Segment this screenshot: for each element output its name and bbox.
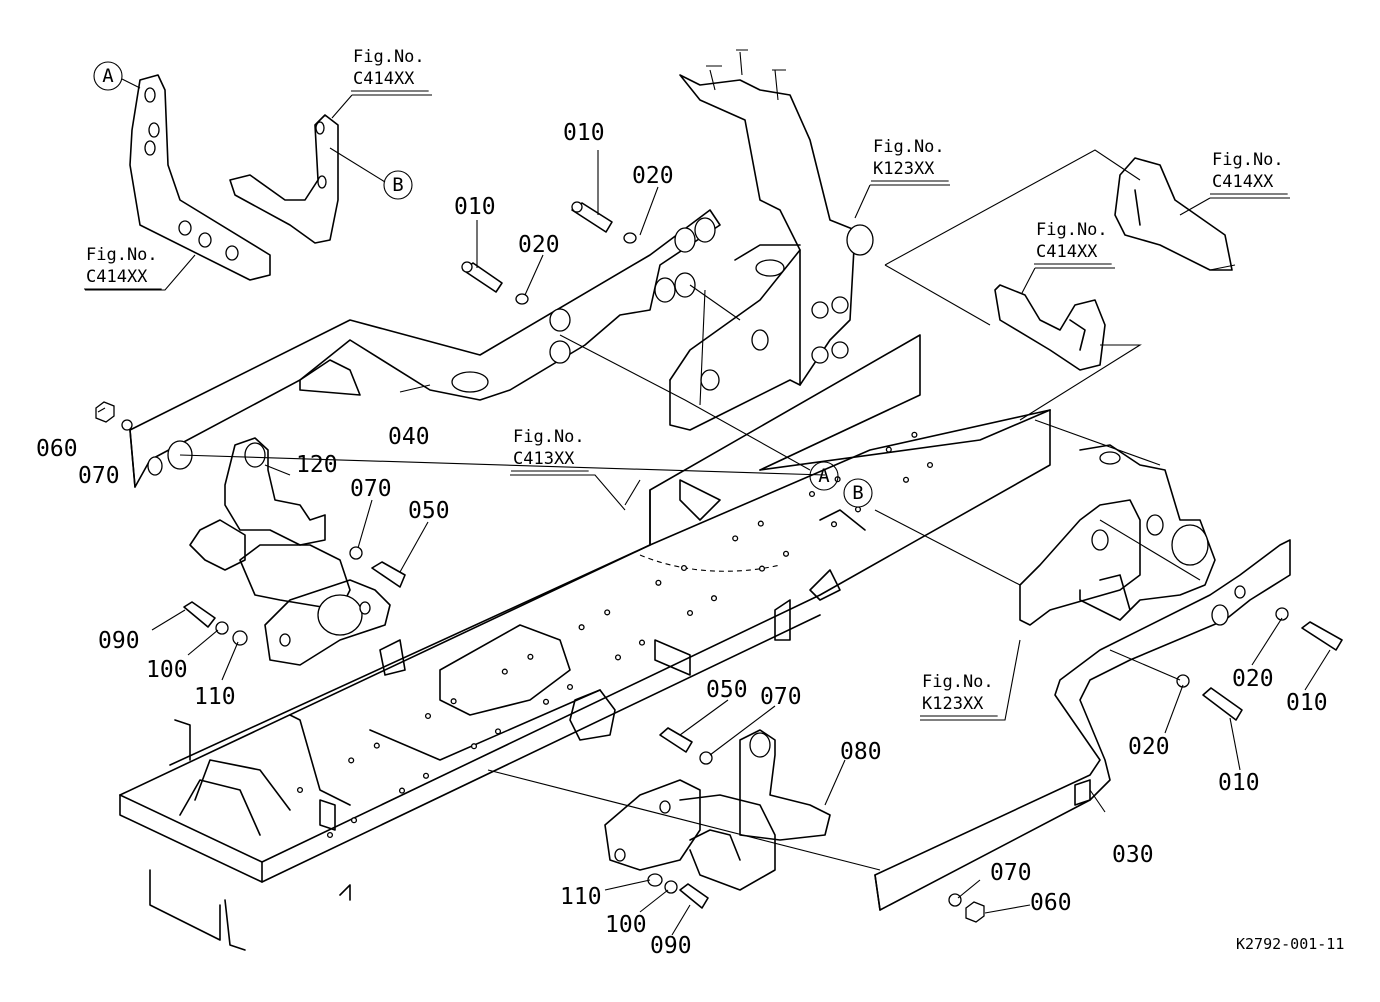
frame-hole — [911, 431, 918, 438]
part-label-070: 070 — [990, 860, 1032, 886]
frame-hole — [885, 446, 892, 453]
engine-mount-080 — [604, 729, 831, 891]
part-label-090: 090 — [650, 933, 692, 959]
fig-ref-center: Fig.No.C413XX — [513, 427, 585, 469]
fasteners — [95, 201, 1343, 923]
part-label-070: 070 — [78, 463, 120, 489]
part-label-100: 100 — [605, 912, 647, 938]
fig-ref-bottomleft: Fig.No.C414XX — [86, 245, 158, 287]
frame-hole — [296, 786, 304, 794]
part-label-110: 110 — [560, 884, 602, 910]
frame-hole — [680, 564, 688, 572]
arm-030 — [874, 539, 1291, 911]
frame-hole — [350, 817, 358, 824]
frame-hole — [542, 698, 550, 705]
part-label-090: 090 — [98, 628, 140, 654]
frame-hole — [373, 742, 380, 749]
frame-hole — [686, 609, 694, 617]
part-label-020: 020 — [632, 163, 674, 189]
arm-040 — [129, 209, 721, 488]
part-label-040: 040 — [388, 424, 430, 450]
frame-hole — [926, 461, 934, 469]
part-label-010: 010 — [563, 120, 605, 146]
drawing-code: K2792-001-11 — [1236, 935, 1344, 953]
part-label-050: 050 — [706, 677, 748, 703]
part-label-050: 050 — [408, 498, 450, 524]
fig-ref-center-upper: Fig.No.K123XX — [873, 137, 945, 179]
frame-hole — [808, 490, 816, 498]
fig-ref-topleft: Fig.No.C414XX — [353, 47, 425, 89]
frame-hole — [732, 535, 739, 542]
fig-ref-farright: Fig.No.C414XX — [1212, 150, 1284, 192]
frame-hole — [902, 476, 910, 483]
right-brackets — [994, 157, 1233, 626]
part-label-020: 020 — [518, 232, 560, 258]
part-label-010: 010 — [1218, 770, 1260, 796]
part-label-120: 120 — [296, 452, 338, 478]
part-label-060: 060 — [36, 436, 78, 462]
marker-a-center: A — [818, 465, 830, 487]
frame-hole — [830, 521, 838, 528]
frame-hole — [424, 712, 432, 720]
part-label-030: 030 — [1112, 842, 1154, 868]
frame-hole — [578, 624, 585, 631]
leader-lines — [85, 78, 1331, 936]
part-label-010: 010 — [1286, 690, 1328, 716]
frame-hole — [757, 520, 764, 527]
frame-hole — [655, 579, 662, 586]
frame-hole — [638, 639, 646, 646]
frame-hole — [470, 743, 478, 750]
frame-hole — [604, 609, 611, 616]
part-label-100: 100 — [146, 657, 188, 683]
frame-holes — [296, 431, 934, 839]
frame-hole — [501, 668, 508, 675]
part-label-010: 010 — [454, 194, 496, 220]
frame-hole — [566, 683, 574, 691]
part-label-020: 020 — [1232, 666, 1274, 692]
part-label-070: 070 — [760, 684, 802, 710]
frame-hole — [710, 595, 718, 602]
marker-b-left: B — [392, 174, 403, 196]
part-label-020: 020 — [1128, 734, 1170, 760]
main-frame — [119, 334, 1051, 951]
part-label-070: 070 — [350, 476, 392, 502]
marker-b-center: B — [852, 482, 863, 504]
frame-hole — [614, 654, 622, 661]
frame-hole — [782, 550, 790, 557]
frame-hole — [422, 772, 430, 779]
frame-hole — [758, 565, 766, 572]
top-left-brackets — [129, 74, 339, 281]
marker-a-left: A — [102, 65, 114, 87]
frame-hole — [348, 757, 355, 764]
frame-hole — [326, 831, 334, 839]
fig-ref-right-lower: Fig.No.K123XX — [922, 672, 994, 714]
frame-hole — [527, 653, 534, 660]
upper-bracket — [669, 49, 874, 431]
frame-hole — [398, 787, 406, 794]
part-label-080: 080 — [840, 739, 882, 765]
part-label-060: 060 — [1030, 890, 1072, 916]
alignment-lines — [179, 149, 1236, 871]
part-label-110: 110 — [194, 684, 236, 710]
reference-markers: A B A B — [93, 61, 873, 508]
part-number-labels: 010 010 020 020 040 060 070 120 070 050 … — [36, 120, 1328, 959]
figure-references: Fig.No.C414XX Fig.No.C414XX Fig.No.K123X… — [86, 47, 1284, 714]
frame-hole — [494, 728, 502, 735]
engine-mount-120 — [189, 437, 391, 666]
fig-ref-right-mid: Fig.No.C414XX — [1036, 220, 1108, 262]
frame-hole — [854, 506, 862, 513]
frame-hole — [450, 698, 457, 705]
